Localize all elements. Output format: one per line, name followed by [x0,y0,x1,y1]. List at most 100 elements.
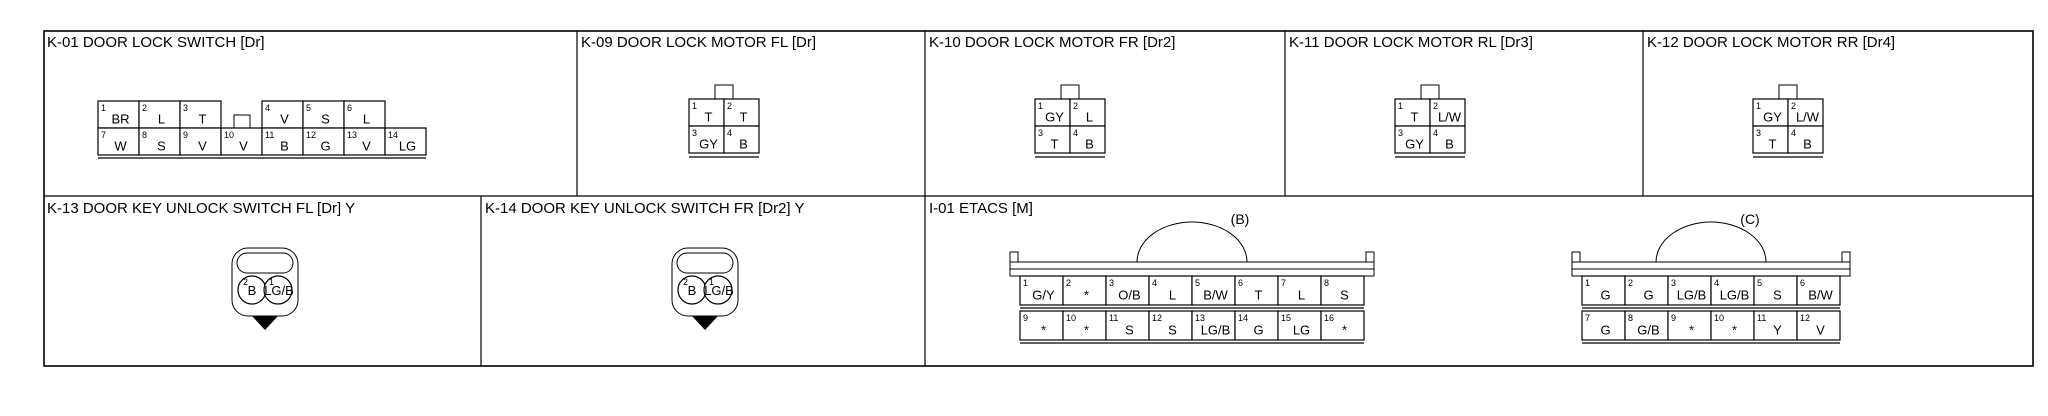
wire-color-label: LG/B [1720,288,1750,303]
wire-color-label: V [1816,323,1825,338]
pin-cell [1796,275,1841,306]
pin-number: 3 [1109,278,1114,288]
pin-cell [1105,275,1150,306]
connector-housing [676,252,734,274]
pin-cell [1105,310,1150,341]
pin-cell [302,127,345,156]
wire-color-label: LG [1293,323,1310,338]
wire-color-label: G [1600,288,1610,303]
pin-number: 1 [709,277,714,287]
pin-number: 12 [1800,313,1810,323]
wire-color-label: S [1773,288,1782,303]
connector-end-tab [1841,251,1851,263]
connector-end-tab [1365,251,1375,263]
diagram-frame [43,30,2034,367]
pin-cell [1581,310,1626,341]
wire-color-label: * [1084,323,1089,338]
pin-number: 3 [1756,128,1761,138]
wire-color-label: W [114,139,127,154]
pin-cell [1148,310,1193,341]
pin-number: 8 [142,130,147,140]
wire-color-label: G [1253,323,1263,338]
pin-cell [1277,275,1322,306]
connector-lock-arch [1136,221,1248,263]
pin-number: 11 [1757,313,1766,323]
pin-cell [688,98,725,127]
wire-color-label: G [1643,288,1653,303]
pin-cell [138,127,181,156]
i01-title: I-01 ETACS [M] [929,200,1033,217]
pin-number: 14 [1238,313,1248,323]
pin-number: 7 [1585,313,1590,323]
pin-cell [343,127,386,156]
pin-number: 16 [1324,313,1334,323]
pin-cell [688,125,725,154]
pin-cell [1624,275,1669,306]
connector-lock-tab [233,114,251,129]
wire-color-label: O/B [1118,288,1140,303]
wire-color-label: V [280,112,289,127]
pin-cell [1667,275,1712,306]
wire-color-label: G [1600,323,1610,338]
pin-number: 12 [306,130,316,140]
etacs-block-b-label: (B) [1231,211,1250,227]
wire-color-label: L [158,112,165,127]
connector-lock-tab [1420,84,1440,100]
pin-number: 13 [347,130,357,140]
pin-number: 8 [1628,313,1633,323]
pin-cell [97,100,140,129]
wire-color-label: LG/B [1201,323,1231,338]
k09-title: K-09 DOOR LOCK MOTOR FL [Dr] [581,34,816,51]
pin-number: 1 [1023,278,1028,288]
pin-number: 15 [1281,313,1291,323]
wire-color-label: Y [1773,323,1782,338]
pin-cell [97,127,140,156]
pin-number: 11 [265,130,274,140]
pin-cell [1710,275,1755,306]
pin-number: 4 [1433,128,1438,138]
pin-number: 2 [142,103,147,113]
pin-number: 4 [1152,278,1157,288]
connector-end-tab [1571,251,1581,263]
pin-number: 2 [1433,101,1438,111]
pin-cell [263,275,293,305]
wire-color-label: GY [699,137,718,152]
pin-number: 1 [1585,278,1590,288]
pin-number: 3 [1038,128,1043,138]
pin-number: 2 [683,277,688,287]
k14-title: K-14 DOOR KEY UNLOCK SWITCH FR [Dr2] Y [485,200,805,217]
connector-lock-arch [1655,221,1767,263]
pin-number: 3 [1398,128,1403,138]
connector-direction-marker [692,316,718,330]
wire-color-label: B [739,137,748,152]
wire-color-label: V [239,139,248,154]
pin-number: 11 [1109,313,1118,323]
pin-cell [343,100,386,129]
wire-color-label: GY [1405,137,1424,152]
pin-cell [1191,275,1236,306]
wire-color-label: * [1041,323,1046,338]
pin-number: 6 [1238,278,1243,288]
pin-number: 10 [224,130,234,140]
pin-cell [1581,275,1626,306]
pin-cell [384,127,427,156]
pin-number: 3 [183,103,188,113]
wire-color-label: * [1689,323,1694,338]
wire-color-label: T [705,110,713,125]
wire-color-label: LG/B [1677,288,1707,303]
k01-title: K-01 DOOR LOCK SWITCH [Dr] [47,34,265,51]
pin-number: 1 [1038,101,1043,111]
wire-color-label: * [1084,288,1089,303]
pin-cell [1429,125,1466,154]
pin-cell [1752,125,1789,154]
wire-color-label: T [1769,137,1777,152]
pin-cell [1069,125,1106,154]
pin-cell [1234,275,1279,306]
connector-lock-tab [714,84,734,100]
wire-color-label: T [199,112,207,127]
pin-cell [1796,310,1841,341]
wire-color-label: T [740,110,748,125]
pin-cell [179,127,222,156]
pin-number: 13 [1195,313,1205,323]
pin-cell [1429,98,1466,127]
